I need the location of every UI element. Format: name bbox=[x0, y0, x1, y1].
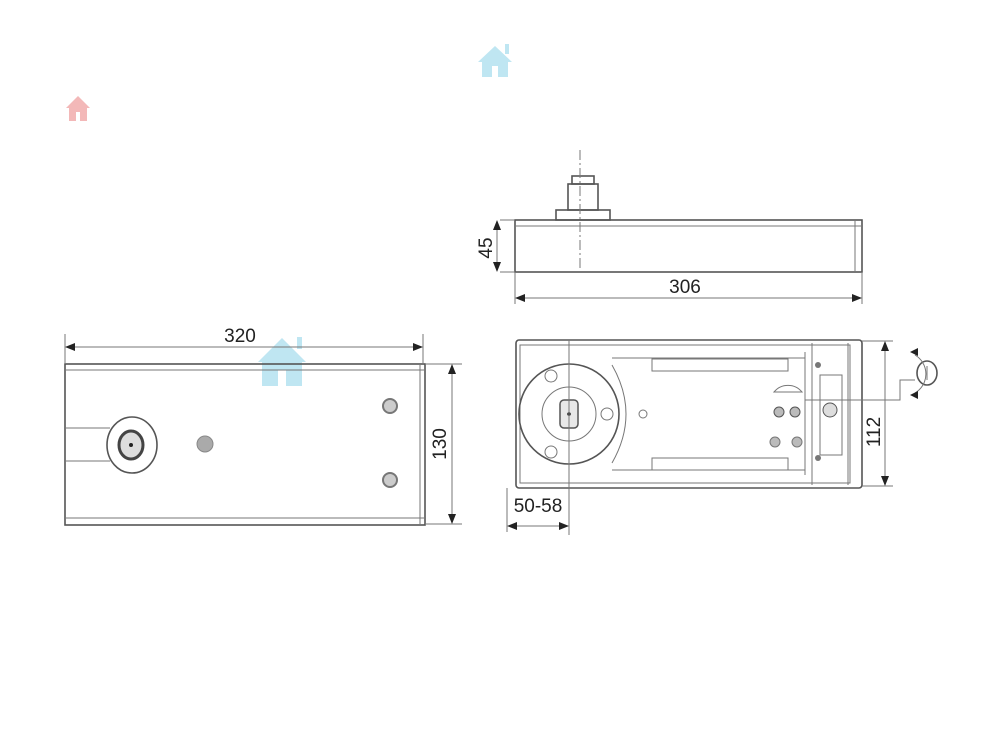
house-watermark-icon bbox=[478, 44, 512, 77]
house-watermark-icon bbox=[258, 337, 306, 386]
height-dimension-label: 45 bbox=[476, 237, 497, 258]
cover-plate-view: 320 130 bbox=[64, 326, 462, 526]
adjustment-knob-icon bbox=[916, 360, 938, 386]
length-dimension-label: 306 bbox=[669, 277, 701, 298]
house-watermark-icon bbox=[66, 96, 90, 121]
side-view: 45 306 bbox=[476, 150, 863, 304]
offset-dimension-label: 50-58 bbox=[514, 496, 563, 517]
width-dimension-label: 112 bbox=[864, 417, 885, 447]
length-dimension-label: 320 bbox=[224, 326, 256, 347]
width-dimension-label: 130 bbox=[430, 428, 451, 460]
mechanism-view: 112 50-58 bbox=[506, 339, 938, 535]
